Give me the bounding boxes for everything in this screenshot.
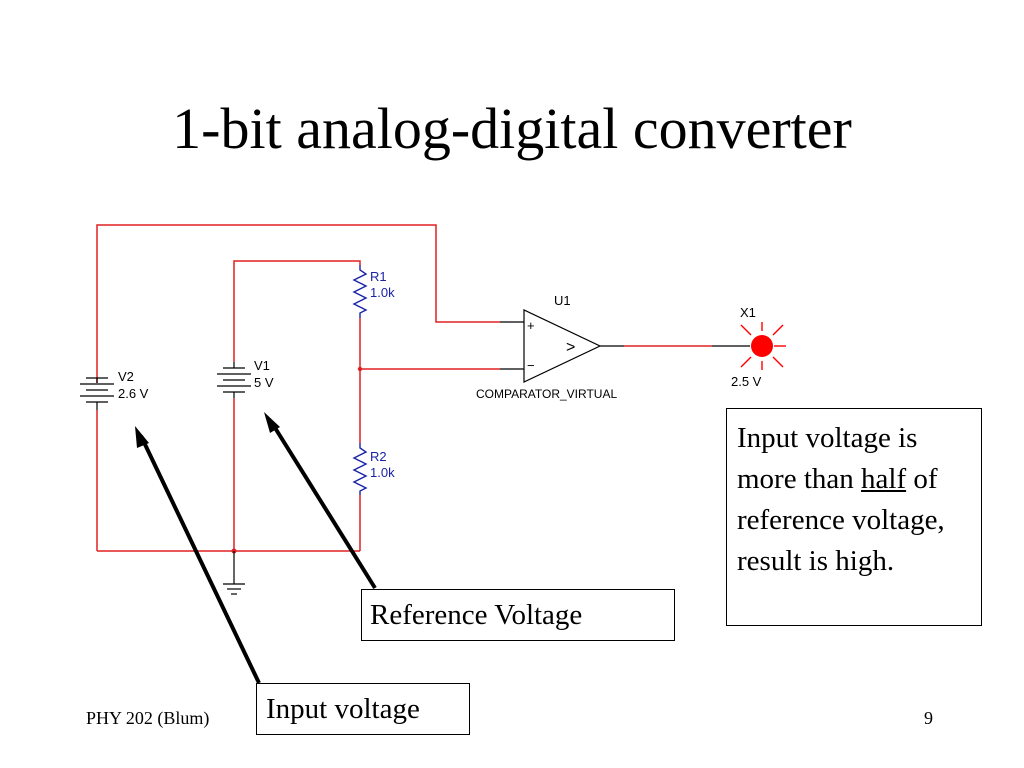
comparator-minus-label: − [527,358,535,373]
note-text-half: half [861,463,907,495]
x1-value-label: 2.5 V [731,374,762,389]
battery-v2-icon [80,377,114,410]
r1-value-label: 1.0k [370,285,395,300]
r1-name-label: R1 [370,269,387,284]
note-text-start: Input voltage is more than [737,422,918,495]
reference-voltage-callout: Reference Voltage [361,589,675,641]
arrow-input-shaft [139,435,261,684]
x1-name-label: X1 [740,305,756,320]
footer-page-number: 9 [924,708,933,728]
slide-title: 1-bit analog-digital converter [172,96,852,161]
arrow-reference-head [264,412,280,433]
v1-value-label: 5 V [254,375,274,390]
arrow-reference-shaft [270,421,377,590]
arrows [139,421,377,684]
note-text-end: of reference voltage, result is high. [737,463,945,577]
comparator-symbol-label: > [566,339,575,356]
ground-icon [223,551,245,595]
resistor-r2-icon [352,443,368,495]
v2-name-label: V2 [118,369,134,384]
u1-name-label: U1 [554,293,571,308]
comparator-u1-icon [500,309,624,383]
explanation-note: Input voltage is more than half of refer… [726,408,982,626]
junction-divider [357,366,363,372]
v1-name-label: V1 [254,358,270,373]
r2-name-label: R2 [370,449,387,464]
wire-input-loop [96,224,500,383]
footer-course: PHY 202 (Blum) [86,708,210,728]
wires [96,224,712,552]
lamp-x1-icon [712,322,786,370]
wire-v1-top [233,260,361,362]
r2-value-label: 1.0k [370,465,395,480]
arrow-input-head [135,426,149,448]
battery-v1-icon [217,362,251,398]
u1-type-label: COMPARATOR_VIRTUAL [476,387,617,401]
input-voltage-callout: Input voltage [256,683,470,735]
comparator-plus-label: + [527,318,535,333]
v2-value-label: 2.6 V [118,386,149,401]
resistor-r1-icon [352,265,368,318]
